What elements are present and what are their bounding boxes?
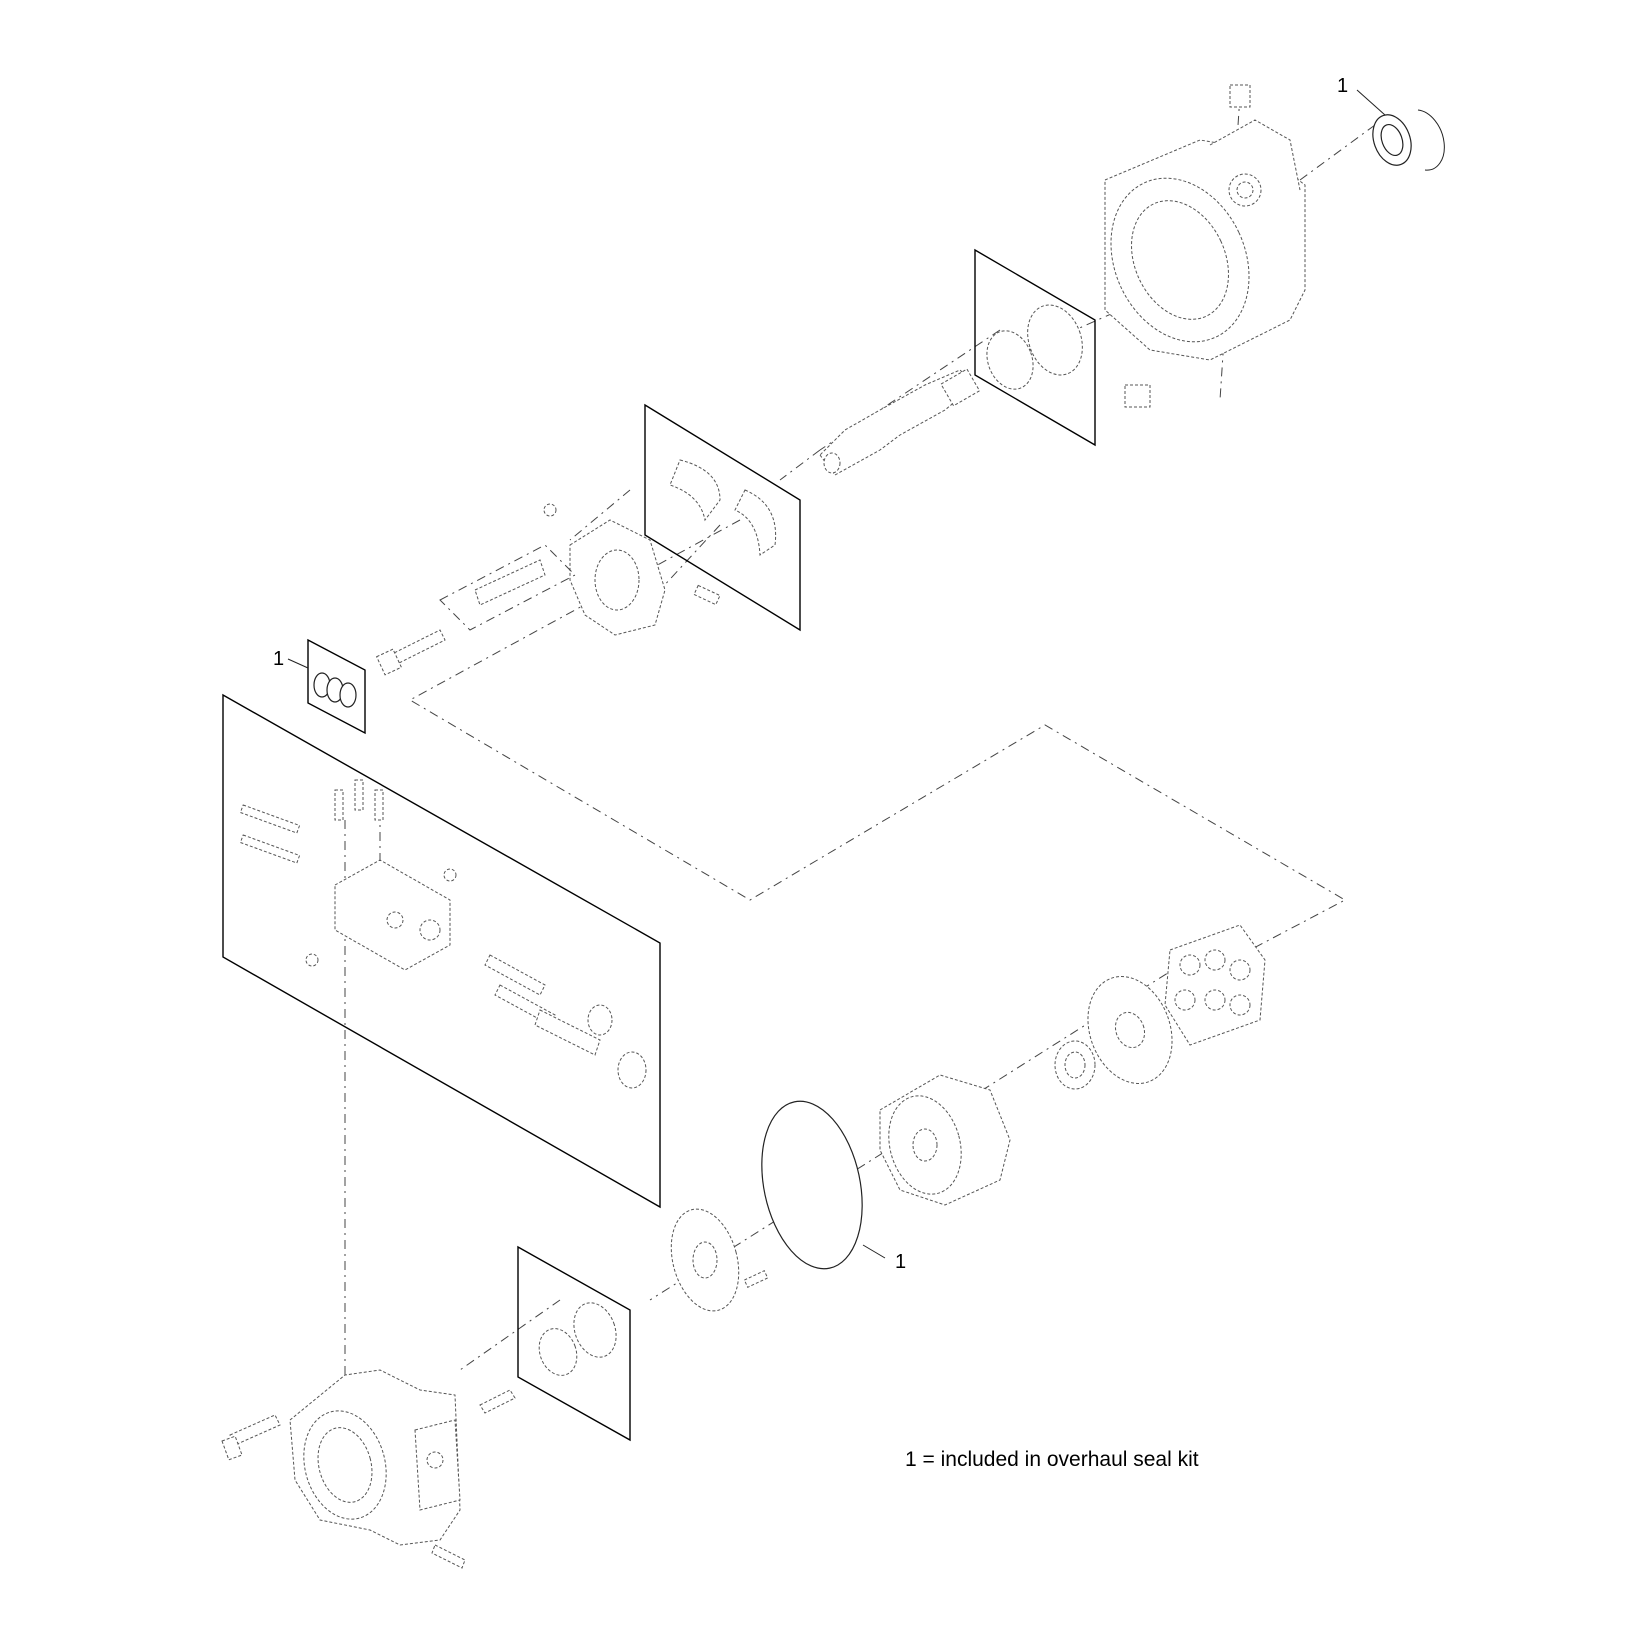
drive-shaft: [819, 368, 981, 476]
callout-left: 1: [273, 648, 309, 670]
retainer-plate: [1087, 976, 1173, 1084]
cylinder-block: [879, 1074, 1011, 1206]
adjusting-screw: [375, 629, 446, 676]
spherical-bushing: [1054, 1040, 1096, 1090]
shaft-seal: [1372, 114, 1412, 166]
callout-center: 1: [862, 1244, 906, 1273]
pump-housing-rear: [1104, 84, 1306, 408]
lower-bearing-kit-box: [517, 1245, 631, 1442]
swashplate: [543, 503, 721, 636]
cradle-bearing-box: [644, 403, 801, 632]
valve-plate: [670, 1208, 769, 1312]
large-o-ring: [761, 1100, 863, 1270]
callout-top-right: 1: [1337, 75, 1386, 116]
servo-spring-assembly: [439, 544, 576, 631]
callout-label: 1: [895, 1251, 906, 1273]
callout-label: 1: [1337, 75, 1348, 97]
end-cap-housing: [221, 1369, 516, 1569]
retaining-ring: [1417, 109, 1445, 171]
callout-label: 1: [273, 648, 284, 670]
bearing-kit-box: [974, 248, 1096, 447]
control-valve-box: [222, 693, 661, 1209]
legend-note: 1 = included in overhaul seal kit: [905, 1448, 1199, 1471]
piston-group: [1164, 924, 1266, 1046]
o-ring-kit-box: [307, 638, 366, 735]
